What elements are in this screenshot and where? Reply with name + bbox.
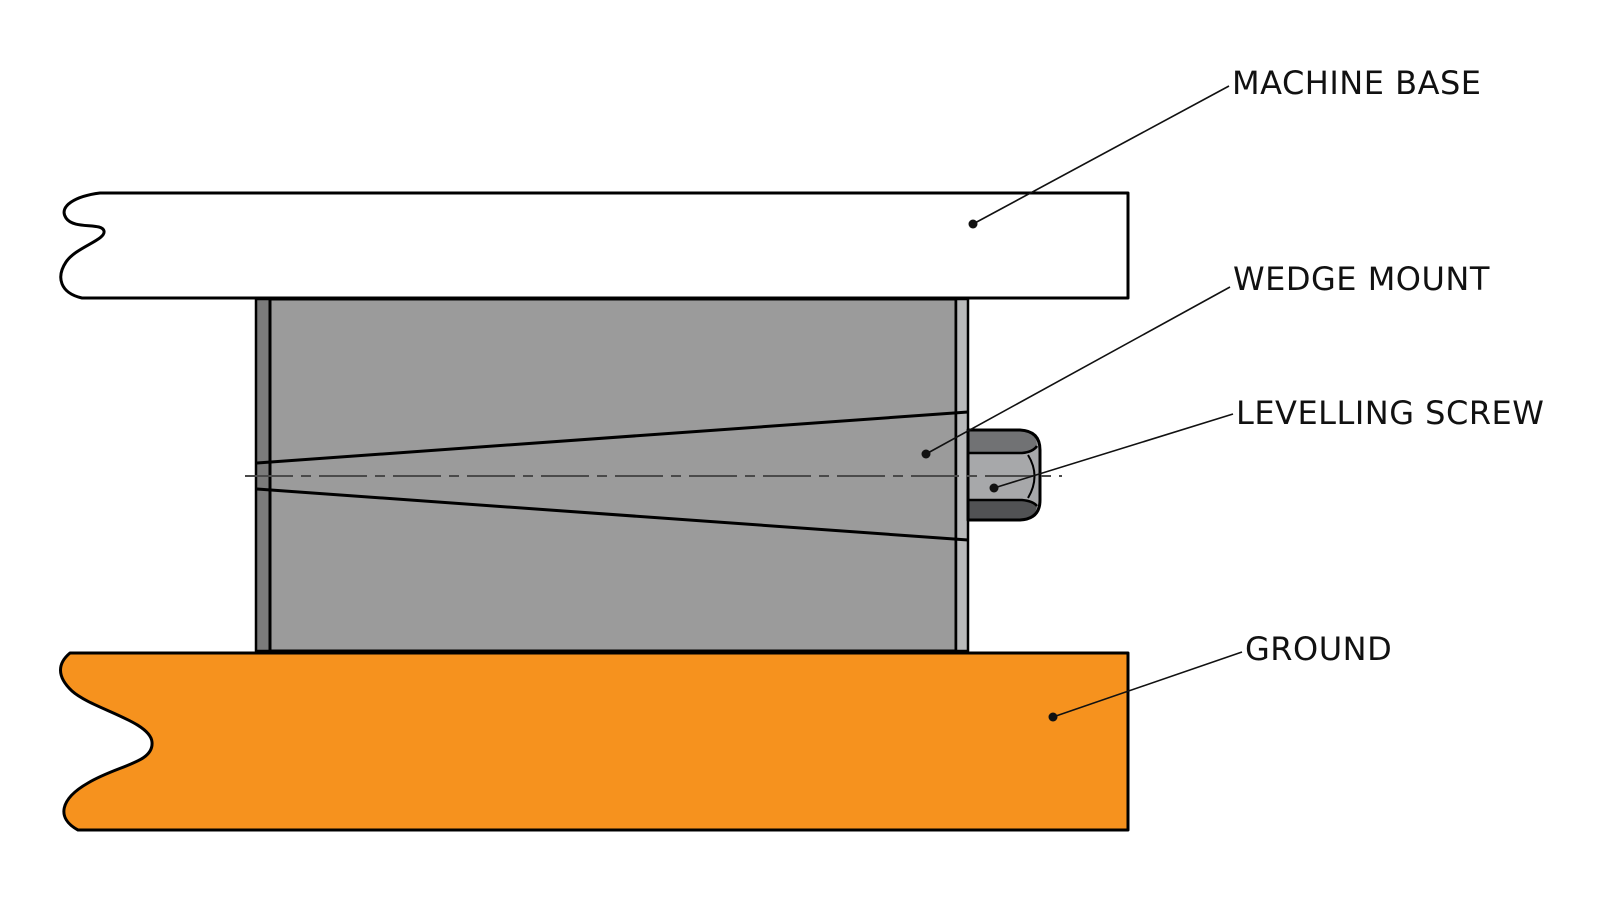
leader-ground [1048,651,1243,722]
ground-label: GROUND [1245,630,1393,668]
wedge-taper-line-lower [256,487,969,542]
machine-base-leader-dot [968,219,978,229]
levelling-screw-label: LEVELLING SCREW [1236,394,1545,432]
screw-facet-line-upper [968,445,1039,455]
wedge-mount-leader-line [925,286,1231,455]
levelling-screw-leader-line [993,413,1234,489]
wedge-mount-leader-dot [921,449,931,459]
leader-levelling-screw [989,413,1234,493]
machine-base-label: MACHINE BASE [1232,64,1482,102]
ground-leader-dot [1048,712,1058,722]
machine-base-leader-line [972,85,1230,225]
ground-leader-line [1052,651,1243,718]
wedge-taper-line-upper [256,410,969,465]
screw-head-bottom-facet [968,500,1037,520]
machine-base-shape [59,191,1130,300]
wedge-mount-label: WEDGE MOUNT [1233,260,1490,298]
screw-head-outline [966,428,1042,522]
leader-machine-base [968,85,1230,229]
screw-facet-line-lower [968,498,1038,507]
ground-shape [59,651,1130,832]
levelling-screw-leader-dot [989,483,999,493]
screw-head-top-facet [968,430,1037,453]
leader-wedge-mount [921,286,1231,459]
